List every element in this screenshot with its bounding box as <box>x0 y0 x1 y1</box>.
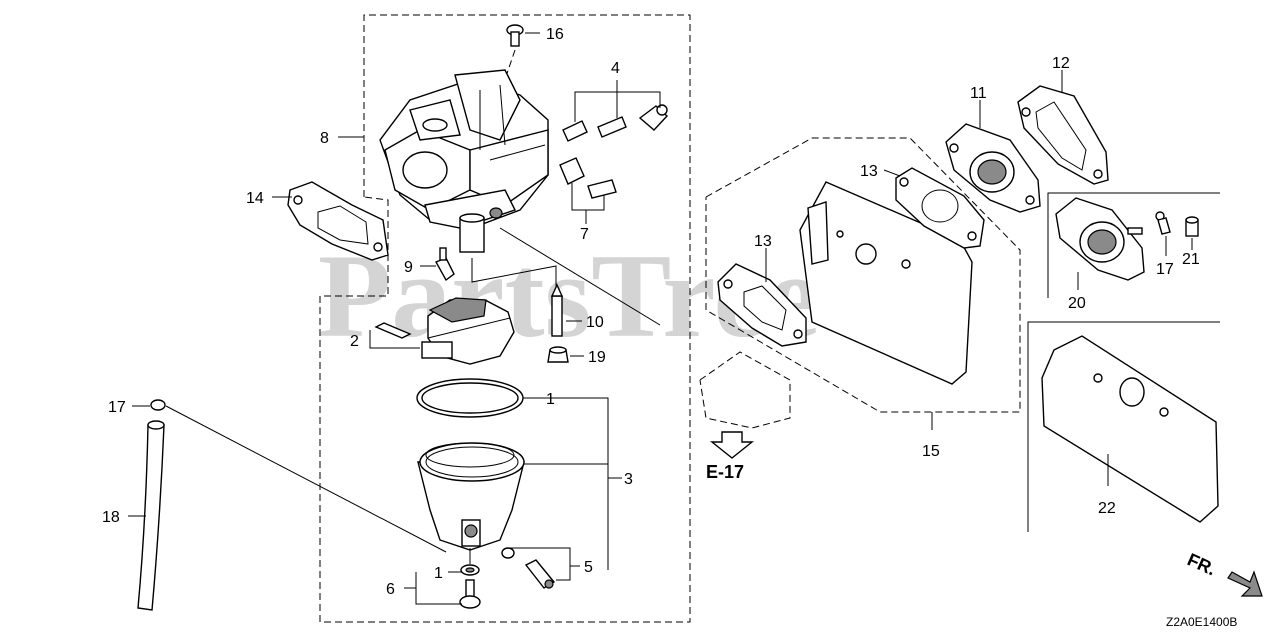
ref-e17-label: E-17 <box>706 462 744 482</box>
part-3-float-chamber <box>417 442 525 551</box>
callout-4: 4 <box>611 60 620 77</box>
part-1-o-ring <box>416 378 524 418</box>
callout-8: 8 <box>320 130 329 147</box>
part-13-gasket-upper <box>895 167 985 249</box>
callout-18: 18 <box>102 509 120 526</box>
leader-3-bracket <box>523 397 609 570</box>
part-11-insulator <box>945 123 1041 213</box>
callout-19: 19 <box>588 349 606 366</box>
front-arrow-icon <box>1227 570 1263 597</box>
part-7-springs <box>559 157 617 199</box>
callout-1a: 1 <box>546 391 555 408</box>
front-direction-marker: FR. <box>1184 549 1263 597</box>
callout-13b: 13 <box>860 163 878 180</box>
callout-16: 16 <box>546 26 564 43</box>
diagram-code: Z2A0E1400B <box>1166 615 1237 629</box>
insulator-group-outline <box>705 137 1021 413</box>
callout-6: 6 <box>386 581 395 598</box>
callout-10: 10 <box>586 314 604 331</box>
callout-7: 7 <box>580 226 589 243</box>
callout-12: 12 <box>1052 55 1070 72</box>
leader-6-bracket <box>415 572 462 605</box>
part-float <box>421 297 515 365</box>
part-14-gasket <box>287 181 389 261</box>
part-6-bolt <box>459 579 481 609</box>
e17-ref-outline <box>699 351 791 429</box>
part-15-insulator-plate <box>799 181 973 385</box>
part-4-screws <box>562 104 668 142</box>
part-10-needle <box>550 283 564 337</box>
callout-17a: 17 <box>108 399 126 416</box>
ref-e17-arrow <box>710 431 754 459</box>
guide-fuel-line <box>165 405 447 553</box>
callout-2: 2 <box>350 333 359 350</box>
group-box-20 <box>1047 192 1220 298</box>
leader-5-bracket <box>508 547 571 581</box>
part-16-screw <box>506 24 524 47</box>
part-1-washer <box>460 564 480 576</box>
callout-17b: 17 <box>1156 261 1174 278</box>
part-5-drain-screw <box>501 547 556 589</box>
part-8-carburetor <box>379 69 549 253</box>
callout-20: 20 <box>1068 295 1086 312</box>
part-2-pin <box>374 322 412 339</box>
callout-15: 15 <box>922 443 940 460</box>
callout-1b: 1 <box>434 565 443 582</box>
part-21-cap <box>1185 216 1199 237</box>
carburetor-group-outline <box>319 14 691 623</box>
callout-11: 11 <box>970 85 987 102</box>
callout-13a: 13 <box>754 233 772 250</box>
leader-7-bracket <box>571 183 605 211</box>
guide-carb-right <box>499 227 661 326</box>
part-17-clip-right <box>1155 211 1171 235</box>
part-17-clip-left <box>150 399 166 411</box>
part-13-gasket-small <box>717 263 807 347</box>
front-label: FR. <box>1184 549 1219 579</box>
leader-13b <box>883 169 901 177</box>
part-9-screw <box>435 247 455 282</box>
part-12-gasket <box>1017 85 1109 185</box>
callout-22: 22 <box>1098 500 1116 517</box>
callout-5: 5 <box>584 559 593 576</box>
callout-21: 21 <box>1182 251 1200 268</box>
part-20-insulator <box>1055 197 1145 281</box>
callout-3: 3 <box>624 471 633 488</box>
part-22-gasket-plate <box>1041 335 1219 523</box>
group-box-22 <box>1027 321 1220 532</box>
callout-14: 14 <box>246 190 264 207</box>
part-19-jet <box>547 346 569 363</box>
callout-9: 9 <box>404 259 413 276</box>
part-18-fuel-tube <box>137 420 165 611</box>
carb-connector-bracket <box>471 258 557 290</box>
